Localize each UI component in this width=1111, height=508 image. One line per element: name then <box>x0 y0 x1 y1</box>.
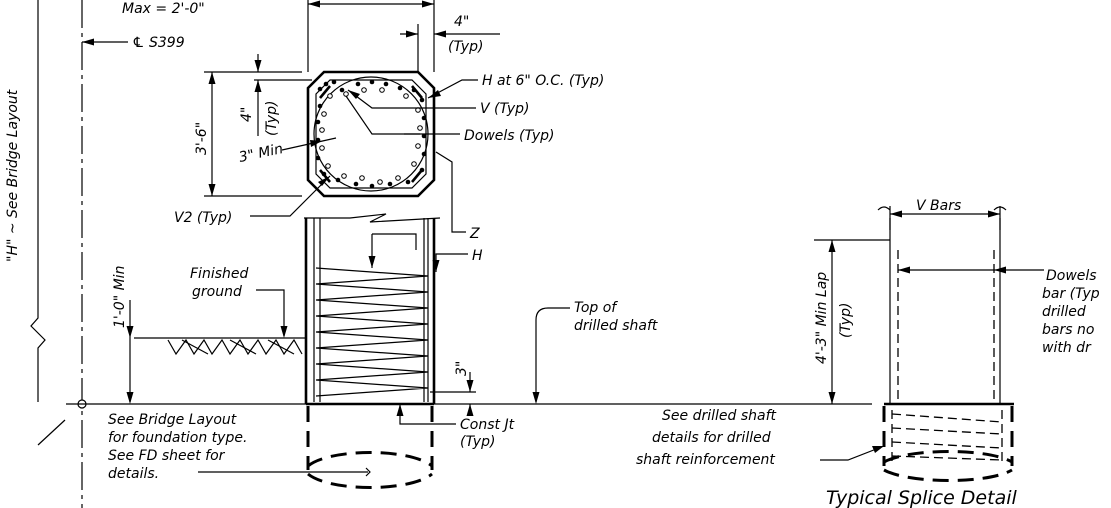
shaft-reinforcement-label: shaft reinforcement <box>636 452 775 468</box>
h-at-6oc-label: H at 6" O.C. (Typ) <box>482 73 604 89</box>
v2-typ-label: V2 (Typ) <box>174 210 232 226</box>
details-for-drilled-label: details for drilled <box>652 430 771 446</box>
section-callouts: H at 6" O.C. (Typ) V (Typ) Dowels (Typ) … <box>174 73 604 242</box>
drilled-shaft-label: drilled shaft <box>574 318 658 334</box>
with-dr-label: with dr <box>1042 340 1092 356</box>
drilled-shaft-note: See drilled shaft details for drilled sh… <box>636 408 885 468</box>
bridge-layout-reference: "H" ~ See Bridge Layout <box>5 0 66 446</box>
const-jt-typ-label: (Typ) <box>460 434 495 450</box>
details-label: details. <box>108 466 159 482</box>
bar-typ-label: bar (Typ <box>1042 286 1100 302</box>
see-bridge-layout-label: See Bridge Layout <box>108 412 237 428</box>
top-4in-label: 4" <box>454 14 469 30</box>
bars-no-label: bars no <box>1042 322 1094 338</box>
finished-label: Finished <box>190 266 248 282</box>
column-width-dimension: 4" (Typ) <box>307 0 500 72</box>
drilled-note-label: drilled <box>1042 304 1086 320</box>
foundation-note: See Bridge Layout for foundation type. S… <box>108 412 371 482</box>
centerline-label: ℄ S399 <box>132 35 185 51</box>
drilled-shaft: Const Jt (Typ) Top of drilled shaft <box>66 300 872 489</box>
three-inch-label: 3" <box>454 361 470 376</box>
splice-detail: V Bars 4'-3" Min Lap (Typ) Dowels bar (T… <box>814 198 1100 508</box>
for-foundation-type-label: for foundation type. <box>108 430 247 446</box>
dowels-typ-label: Dowels (Typ) <box>464 128 554 144</box>
dim-4in-typ-label: (Typ) <box>264 101 280 136</box>
dim-4in-label: 4" <box>239 107 255 122</box>
v-bars-label: V Bars <box>916 198 961 214</box>
top-4in-typ-label: (Typ) <box>448 39 483 55</box>
min-lap-typ-label: (Typ) <box>838 303 854 338</box>
z-label: Z <box>469 226 480 242</box>
ground-label: ground <box>192 284 242 300</box>
see-drilled-shaft-label: See drilled shaft <box>662 408 777 424</box>
column-elevation: H 1'-0" Min Finished ground 3" <box>112 213 483 416</box>
dim-3-6-label: 3'-6" <box>194 122 210 155</box>
centerline-s399: ℄ S399 Max = 2'-0" <box>77 0 205 508</box>
min-lap-label: 4'-3" Min Lap <box>814 272 830 364</box>
one-foot-min-label: 1'-0" Min <box>112 266 128 328</box>
h-label: H <box>472 248 483 264</box>
h-see-bridge-layout-label: "H" ~ See Bridge Layout <box>5 89 21 262</box>
splice-title: Typical Splice Detail <box>826 487 1017 508</box>
v-typ-label: V (Typ) <box>480 101 529 117</box>
three-min-label: 3" Min <box>238 141 285 166</box>
see-fd-sheet-label: See FD sheet for <box>108 448 226 464</box>
const-jt-label: Const Jt <box>460 417 515 433</box>
max-dimension-label: Max = 2'-0" <box>122 1 205 17</box>
column-cross-section <box>306 70 436 198</box>
top-of-label: Top of <box>574 300 618 316</box>
dowels-note-label: Dowels <box>1046 268 1097 284</box>
